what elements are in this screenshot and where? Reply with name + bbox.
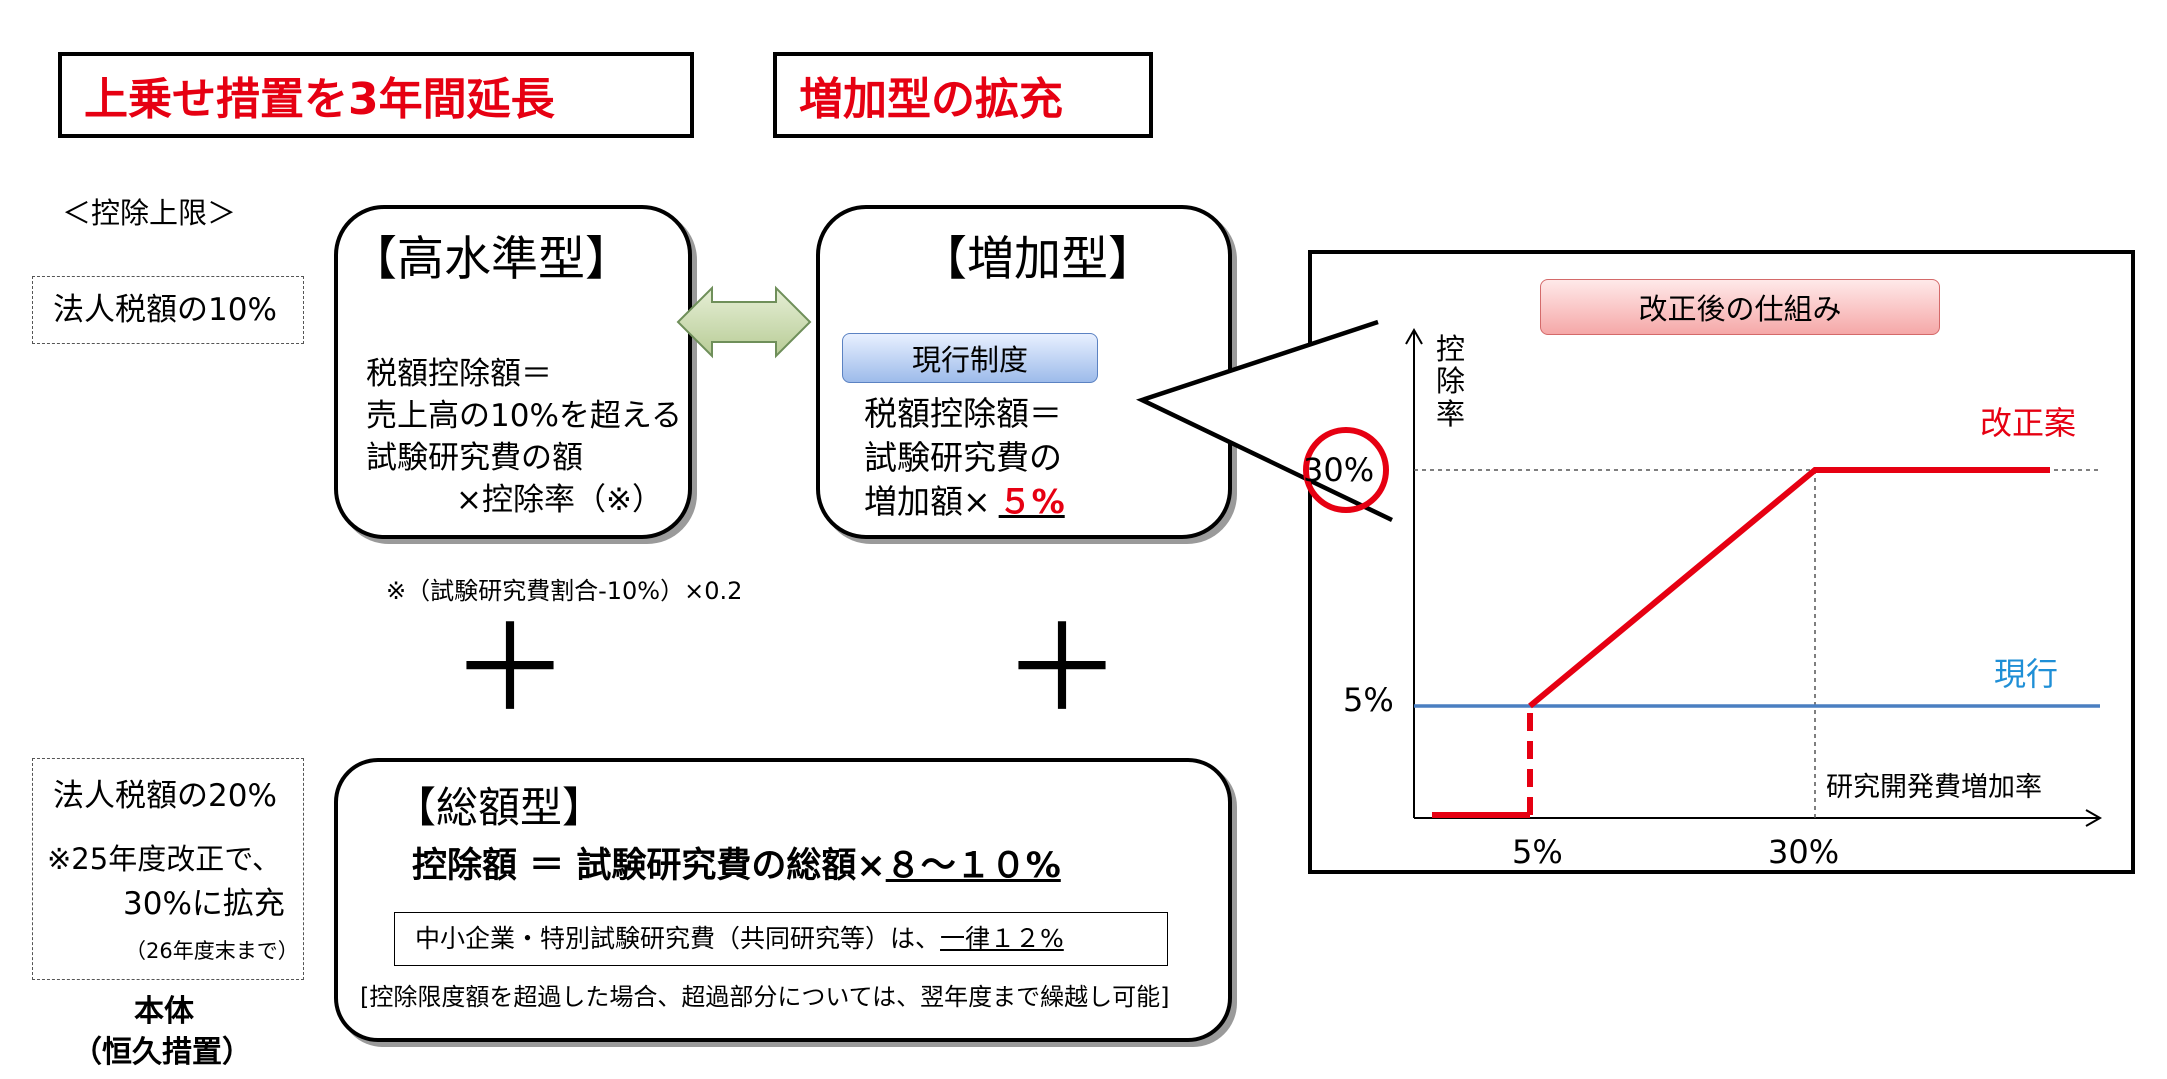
header-expand: 増加型の拡充 [773,52,1153,138]
total-formula: 控除額 ＝ 試験研究費の総額×８～１０% [412,846,1061,886]
sme-rate: 一律１２% [940,924,1064,953]
plus-sign-right: ＋ [1002,600,1122,739]
high-level-box: 【高水準型】 税額控除額＝ 売上高の10%を超える 試験研究費の額 ×控除率（※… [334,205,692,539]
y-tick-5: 5% [1343,681,1394,719]
total-formula-prefix: 控除額 ＝ 試験研究費の総額× [412,846,886,886]
header-expand-text: 増加型の拡充 [799,74,1063,125]
x-tick-30: 30% [1768,833,1840,871]
total-box: 【総額型】 控除額 ＝ 試験研究費の総額×８～１０% 中小企業・特別試験研究費（… [334,758,1232,1042]
y-tick-30: 30% [1303,451,1375,489]
sme-text: 中小企業・特別試験研究費（共同研究等）は、一律１２% [415,924,1064,954]
increase-box: 【増加型】 現行制度 税額控除額＝ 試験研究費の 増加額×５% [816,205,1232,539]
limit-20-box: 法人税額の20% ※25年度改正で、 30%に拡充 （26年度末まで） [32,758,304,980]
high-level-line2: 売上高の10%を超える [366,398,682,434]
sme-box: 中小企業・特別試験研究費（共同研究等）は、一律１２% [394,912,1168,966]
y-axis-label: 控除率 [1436,332,1466,431]
honti-line1: 本体 [134,994,194,1029]
increase-line1: 税額控除額＝ [864,394,1062,433]
select-label: 選択 [722,310,767,335]
note-line1: ※25年度改正で、 [47,842,282,876]
high-level-title: 【高水準型】 [350,232,632,287]
limit-20-text: 法人税額の20% [53,778,277,814]
limit-10-text: 法人税額の10% [53,292,277,328]
total-title: 【総額型】 [394,783,605,832]
limit-label: ＜控除上限＞ [62,196,237,230]
series-reform-label: 改正案 [1980,404,2077,442]
header-extend: 上乗せ措置を3年間延長 [58,52,694,138]
note-line2: 30%に拡充 [123,886,285,922]
chart-title: 改正後の仕組み [1540,279,1940,335]
carry-forward-note: [控除限度額を超過した場合、超過部分については、翌年度まで繰越し可能] [360,983,1170,1011]
total-rate: ８～１０% [885,846,1061,886]
increase-line2: 試験研究費の [864,438,1062,477]
x-tick-5: 5% [1512,833,1563,871]
increase-line3-prefix: 増加額× [864,482,991,521]
increase-title: 【増加型】 [920,232,1155,287]
current-system-label: 現行制度 [842,333,1098,383]
x-axis-label: 研究開発費増加率 [1826,772,2042,803]
high-level-line1: 税額控除額＝ [366,356,552,392]
increase-rate: ５% [998,482,1065,521]
sme-prefix: 中小企業・特別試験研究費（共同研究等）は、 [415,924,941,953]
series-current-label: 現行 [1994,655,2059,693]
honti-line2: （恒久措置） [72,1035,252,1070]
limit-10-box: 法人税額の10% [32,276,304,344]
high-level-line3: 試験研究費の額 [366,440,583,476]
header-extend-text: 上乗せ措置を3年間延長 [84,74,555,125]
high-level-footnote: ※（試験研究費割合-10%）×0.2 [386,577,743,605]
increase-line3: 増加額×５% [864,483,1065,521]
note-line3: （26年度末まで） [125,939,299,963]
plus-sign-left: ＋ [450,600,570,739]
high-level-line4: ×控除率（※） [456,482,663,518]
